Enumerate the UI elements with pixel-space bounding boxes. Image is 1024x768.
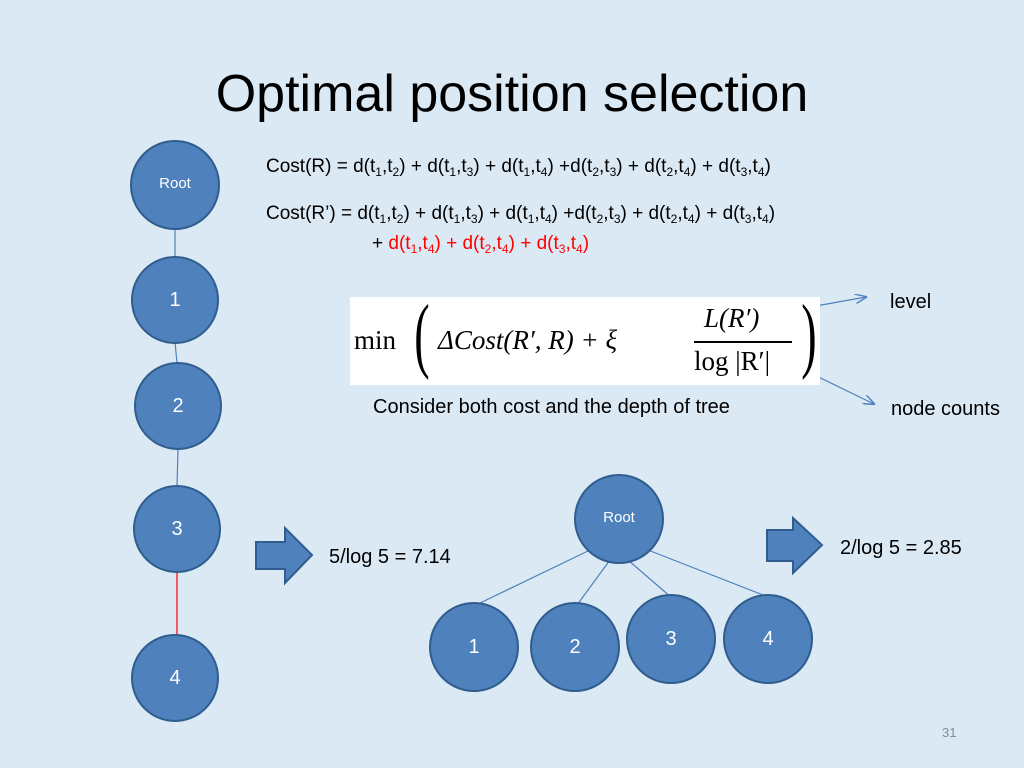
objective-fraction-bar bbox=[694, 341, 792, 343]
cost-r-formula: Cost(R) = d(t1,t2) + d(t1,t3) + d(t1,t4)… bbox=[266, 155, 771, 179]
term-subscript: 1 bbox=[527, 212, 535, 226]
term-subscript: 2 bbox=[392, 165, 400, 179]
flat-result-block-arrow bbox=[766, 515, 824, 576]
objective-min: min bbox=[354, 325, 397, 355]
left-paren: ( bbox=[414, 288, 430, 381]
chain-edge-2-3 bbox=[176, 448, 179, 487]
level-label: level bbox=[890, 291, 932, 313]
flat-node-1 bbox=[429, 602, 519, 692]
distance-term: d(t1,t4) + bbox=[505, 203, 575, 226]
distance-term: d(t1,t3) + bbox=[431, 203, 506, 226]
flat-edge-root-1 bbox=[475, 549, 591, 606]
distance-term: d(t1,t3) + bbox=[427, 156, 502, 179]
chain-score: 5/log 5 = 7.14 bbox=[329, 546, 451, 568]
term-subscript: 1 bbox=[453, 212, 461, 226]
term-subscript: 2 bbox=[666, 165, 674, 179]
chain-node-3-label: 3 bbox=[171, 518, 183, 540]
chain-node-root bbox=[130, 140, 220, 230]
objective-denominator: log |R′| bbox=[694, 346, 770, 376]
distance-term: d(t2,t4) + bbox=[648, 203, 723, 226]
term-subscript: 2 bbox=[484, 242, 492, 256]
chain-node-3 bbox=[133, 485, 221, 573]
term-subscript: 4 bbox=[540, 165, 548, 179]
distance-term: d(t3,t4) bbox=[718, 156, 771, 179]
flat-node-root bbox=[574, 474, 664, 564]
term-subscript: 2 bbox=[396, 212, 404, 226]
objective-body: ΔCost(R′, R) + ξ bbox=[438, 325, 618, 355]
chain-node-1-label: 1 bbox=[169, 289, 181, 311]
term-subscript: 1 bbox=[410, 242, 418, 256]
chain-node-root-label: Root bbox=[159, 175, 191, 192]
distance-term: d(t1,t4) + bbox=[501, 156, 571, 179]
distance-term: d(t2,t4) + bbox=[644, 156, 719, 179]
distance-term: d(t1,t2) + bbox=[353, 156, 428, 179]
term-subscript: 4 bbox=[427, 242, 435, 256]
term-subscript: 3 bbox=[609, 165, 617, 179]
flat-node-3-label: 3 bbox=[665, 628, 677, 650]
term-subscript: 4 bbox=[757, 165, 765, 179]
extra-terms-prefix: + bbox=[372, 233, 389, 254]
chain-node-4 bbox=[131, 634, 219, 722]
chain-node-4-label: 4 bbox=[169, 667, 181, 689]
cost-r-prime-extra-line: + d(t1,t4) + d(t2,t4) + d(t3,t4) bbox=[372, 232, 589, 256]
flat-edge-root-2 bbox=[576, 559, 611, 606]
cost-r-terms: d(t1,t2) + d(t1,t3) + d(t1,t4) +d(t2,t3)… bbox=[353, 156, 771, 179]
term-subscript: 2 bbox=[670, 212, 678, 226]
term-subscript: 1 bbox=[375, 165, 382, 179]
slide-title: Optimal position selection bbox=[215, 65, 809, 123]
flat-node-4-label: 4 bbox=[762, 628, 774, 650]
flat-node-3 bbox=[626, 594, 716, 684]
flat-node-4 bbox=[723, 594, 813, 684]
term-subscript: 3 bbox=[466, 165, 474, 179]
distance-term: d(t1,t2) + bbox=[357, 203, 432, 226]
right-paren: ) bbox=[801, 288, 817, 381]
node-counts-label: node counts bbox=[891, 398, 1000, 420]
objective-numerator: L(R′) bbox=[704, 303, 760, 333]
term-subscript: 3 bbox=[558, 242, 566, 256]
slide-number: 31 bbox=[942, 725, 957, 740]
distance-term: d(t2,t4) + bbox=[462, 233, 537, 256]
cost-r-prime-formula: Cost(R’) = d(t1,t2) + d(t1,t3) + d(t1,t4… bbox=[266, 202, 775, 226]
distance-term: d(t3,t4) bbox=[722, 203, 776, 226]
distance-term: d(t2,t3) + bbox=[570, 156, 645, 179]
term-subscript: 2 bbox=[592, 165, 600, 179]
distance-term: d(t2,t3) + bbox=[574, 203, 649, 226]
term-subscript: 3 bbox=[744, 212, 752, 226]
objective-function: min ( ΔCost(R′, R) + ξ L(R′) log |R′| ) bbox=[350, 293, 820, 385]
term-subscript: 3 bbox=[470, 212, 478, 226]
flat-node-2-label: 2 bbox=[569, 636, 581, 658]
chain-node-1 bbox=[131, 256, 219, 344]
cost-r-prime-terms: d(t1,t2) + d(t1,t3) + d(t1,t4) +d(t2,t3)… bbox=[357, 203, 776, 226]
term-subscript: 3 bbox=[613, 212, 621, 226]
distance-term: d(t3,t4) bbox=[536, 233, 590, 256]
flat-score: 2/log 5 = 2.85 bbox=[840, 537, 962, 559]
distance-term: d(t1,t4) + bbox=[388, 233, 463, 256]
flat-edge-root-4 bbox=[647, 549, 769, 598]
term-subscript: 1 bbox=[449, 165, 457, 179]
flat-node-1-label: 1 bbox=[468, 636, 480, 658]
chain-node-2-label: 2 bbox=[172, 395, 184, 417]
flat-node-root-label: Root bbox=[603, 509, 635, 526]
chain-edge-1-2 bbox=[174, 341, 178, 364]
term-subscript: 4 bbox=[762, 212, 769, 226]
caption: Consider both cost and the depth of tree bbox=[373, 396, 730, 418]
extra-terms: d(t1,t4) + d(t2,t4) + d(t3,t4) bbox=[388, 233, 590, 256]
term-subscript: 4 bbox=[544, 212, 552, 226]
flat-node-2 bbox=[530, 602, 620, 692]
cost-r-prime-label: Cost(R’) = bbox=[266, 203, 358, 224]
term-subscript: 4 bbox=[576, 242, 583, 256]
chain-result-block-arrow bbox=[255, 525, 314, 586]
term-subscript: 1 bbox=[523, 165, 531, 179]
term-subscript: 4 bbox=[683, 165, 691, 179]
chain-node-2 bbox=[134, 362, 222, 450]
term-subscript: 1 bbox=[379, 212, 387, 226]
flat-edge-root-3 bbox=[627, 559, 673, 599]
term-subscript: 2 bbox=[596, 212, 604, 226]
term-subscript: 3 bbox=[740, 165, 748, 179]
cost-r-label: Cost(R) = bbox=[266, 156, 354, 177]
term-subscript: 4 bbox=[687, 212, 695, 226]
term-subscript: 4 bbox=[501, 242, 509, 256]
